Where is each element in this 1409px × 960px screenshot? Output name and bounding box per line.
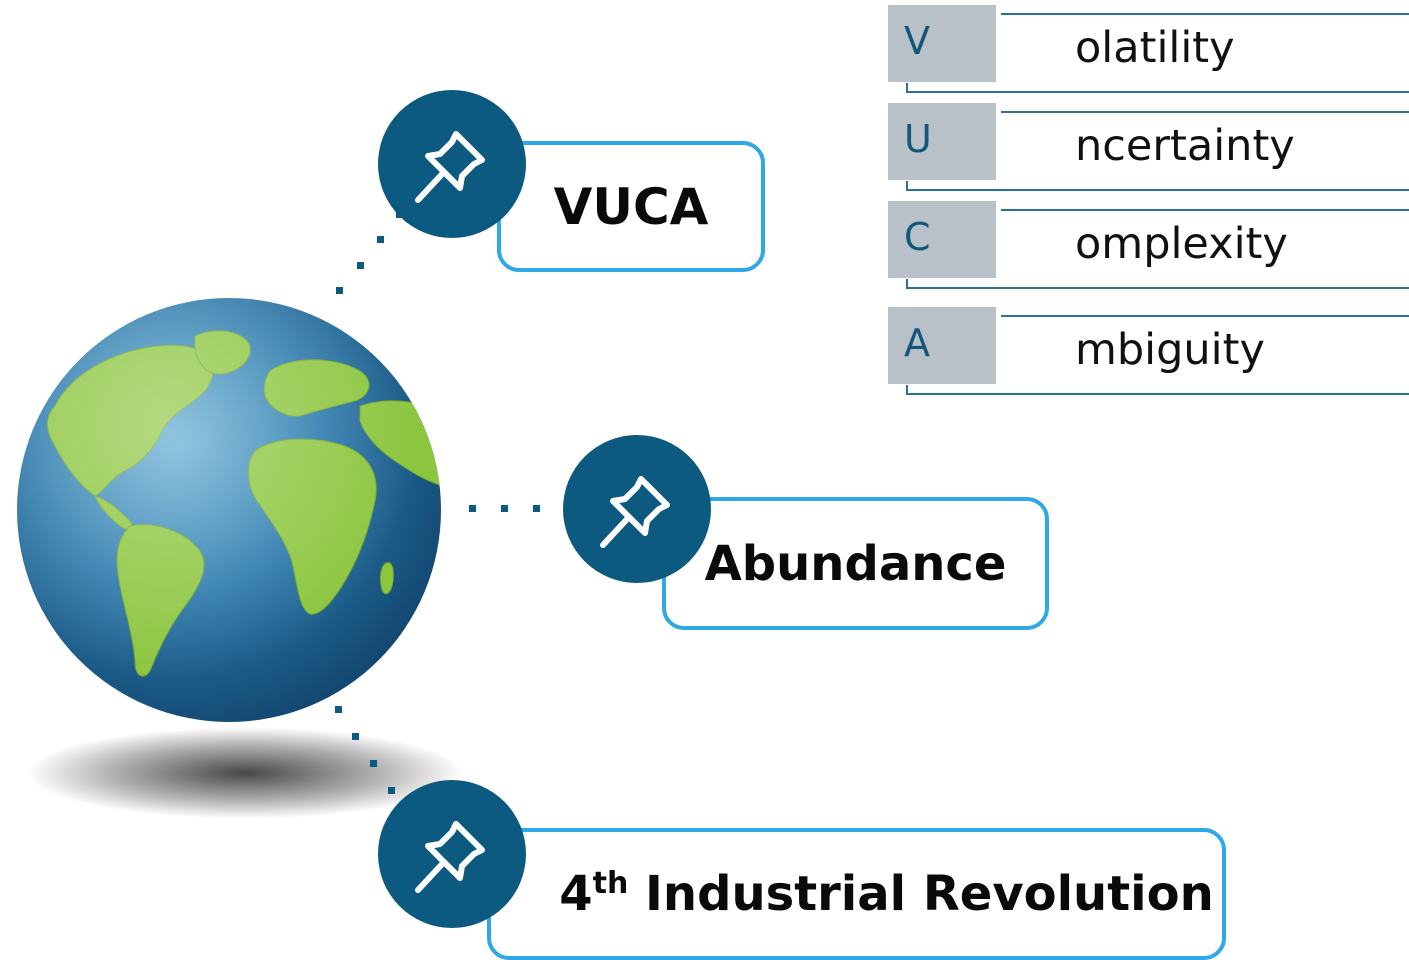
acronym-row-ambiguity: A mbiguity	[888, 307, 1409, 395]
connector-dot	[357, 262, 364, 269]
connector-dot	[469, 505, 476, 512]
industrial-revolution-label: 4th Industrial Revolution	[559, 866, 1214, 922]
acronym-word: omplexity	[1075, 219, 1288, 269]
vuca-label: VUCA	[553, 177, 709, 236]
row-divider	[906, 189, 1409, 191]
row-divider	[906, 83, 908, 91]
acronym-letter-cell: A	[888, 307, 996, 384]
globe-shadow	[30, 728, 460, 818]
industrial-label-number: 4	[559, 866, 593, 922]
pushpin-icon	[415, 131, 485, 203]
acronym-letter: V	[904, 19, 930, 63]
abundance-label: Abundance	[704, 535, 1007, 592]
connector-dot	[336, 287, 343, 294]
connector-dot	[533, 505, 540, 512]
row-divider	[906, 393, 1409, 395]
acronym-letter: C	[904, 215, 931, 259]
acronym-word: ncertainty	[1075, 121, 1295, 171]
row-divider	[906, 287, 1409, 289]
industrial-label-ordinal: th	[592, 866, 629, 901]
acronym-row-complexity: C omplexity	[888, 201, 1409, 289]
acronym-letter: A	[904, 321, 930, 365]
vuca-pin-badge	[378, 90, 526, 238]
row-divider	[1001, 209, 1409, 211]
abundance-label-box: Abundance	[662, 497, 1049, 630]
industrial-label-rest: Industrial Revolution	[628, 866, 1214, 922]
globe-icon	[17, 298, 441, 722]
acronym-letter-cell: U	[888, 103, 996, 180]
acronym-word: olatility	[1075, 23, 1235, 73]
acronym-letter-cell: V	[888, 5, 996, 82]
vuca-label-box: VUCA	[497, 141, 765, 272]
row-divider	[906, 91, 1409, 93]
abundance-pin-badge	[563, 435, 711, 583]
acronym-letter: U	[904, 117, 932, 161]
acronym-word: mbiguity	[1075, 325, 1265, 375]
pushpin-icon	[600, 476, 670, 548]
row-divider	[906, 385, 908, 393]
industrial-revolution-label-box: 4th Industrial Revolution	[487, 828, 1226, 960]
acronym-row-uncertainty: U ncertainty	[888, 103, 1409, 191]
industrial-pin-badge	[378, 780, 526, 928]
row-divider	[1001, 111, 1409, 113]
connector-dot	[501, 505, 508, 512]
row-divider	[1001, 315, 1409, 317]
row-divider	[906, 181, 908, 189]
connector-dot	[377, 236, 384, 243]
acronym-letter-cell: C	[888, 201, 996, 278]
pushpin-icon	[415, 821, 485, 893]
acronym-row-volatility: V olatility	[888, 5, 1409, 93]
row-divider	[1001, 13, 1409, 15]
row-divider	[906, 279, 908, 287]
